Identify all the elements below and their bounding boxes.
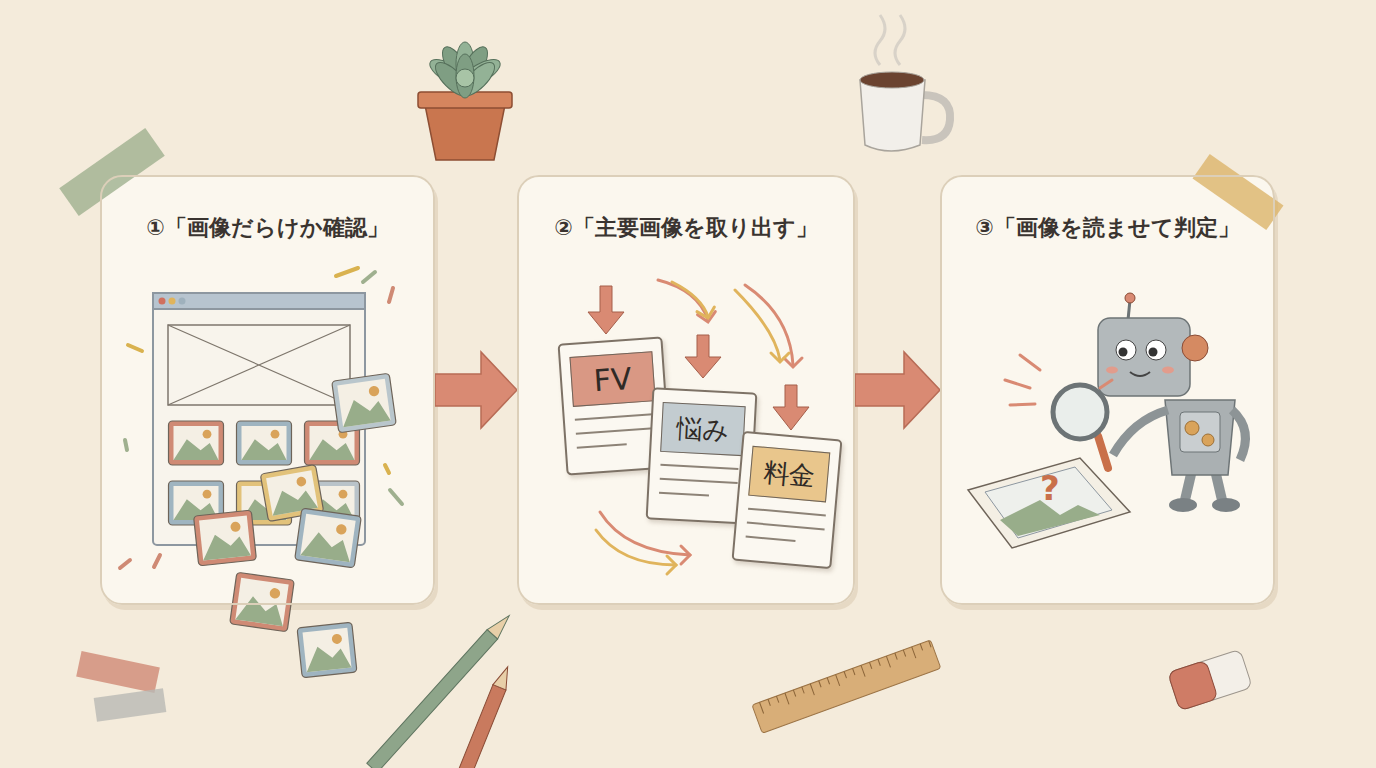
sparkle <box>389 288 393 302</box>
flow-arrow <box>855 352 940 428</box>
text-line <box>659 492 709 497</box>
sparkle <box>154 555 160 567</box>
sparkle <box>363 272 375 282</box>
eraser <box>1168 649 1253 711</box>
text-line <box>747 522 825 531</box>
image-thumbnail <box>194 510 257 566</box>
succulent-pot <box>418 42 512 160</box>
text-line <box>577 443 627 448</box>
text-line <box>660 464 738 470</box>
coffee-mug <box>860 15 950 151</box>
sparkle <box>128 345 142 351</box>
washi-tape <box>94 688 167 722</box>
step-heading: ②「主要画像を取り出す」 <box>519 177 853 243</box>
step-panel: ②「主要画像を取り出す」 FV 悩み料金 <box>517 175 855 605</box>
image-thumbnail <box>237 421 292 465</box>
panel-fill <box>100 175 435 605</box>
text-line <box>746 536 796 542</box>
image-thumbnail <box>230 572 295 632</box>
text-line <box>575 413 653 420</box>
card-header: 料金 <box>748 446 830 503</box>
step-heading: ①「画像だらけか確認」 <box>102 177 433 243</box>
text-line <box>660 478 738 484</box>
text-line <box>748 508 826 517</box>
text-line <box>576 427 654 434</box>
sparkle <box>125 440 127 450</box>
step-heading: ③「画像を読ませて判定」 <box>942 177 1273 243</box>
sparkle <box>385 465 389 473</box>
flow-arrow <box>435 352 517 428</box>
ruler <box>752 640 941 733</box>
card-label: FV <box>593 360 633 398</box>
robot <box>968 293 1245 548</box>
image-thumbnail <box>295 508 362 568</box>
section-card: 料金 <box>732 431 843 569</box>
image-thumbnail <box>169 421 224 465</box>
tablet <box>968 458 1130 548</box>
pencil <box>456 664 515 768</box>
image-thumbnail <box>297 622 357 677</box>
panel-fill <box>517 175 855 605</box>
card-label: 料金 <box>762 454 817 493</box>
card-header: 悩み <box>660 402 746 456</box>
step-panel: ①「画像だらけか確認」 <box>100 175 435 605</box>
image-thumbnail <box>332 373 397 433</box>
panel-fill <box>940 175 1275 605</box>
question-mark: ? <box>1040 468 1060 508</box>
browser-window <box>120 268 402 678</box>
card-header: FV <box>569 351 655 407</box>
washi-tape <box>59 128 165 216</box>
sparkle <box>336 268 358 276</box>
sparkle <box>390 490 402 504</box>
washi-tape <box>76 651 160 693</box>
sparkle <box>120 560 130 568</box>
card-label: 悩み <box>676 410 731 448</box>
step-panel: ③「画像を読ませて判定」 <box>940 175 1275 605</box>
